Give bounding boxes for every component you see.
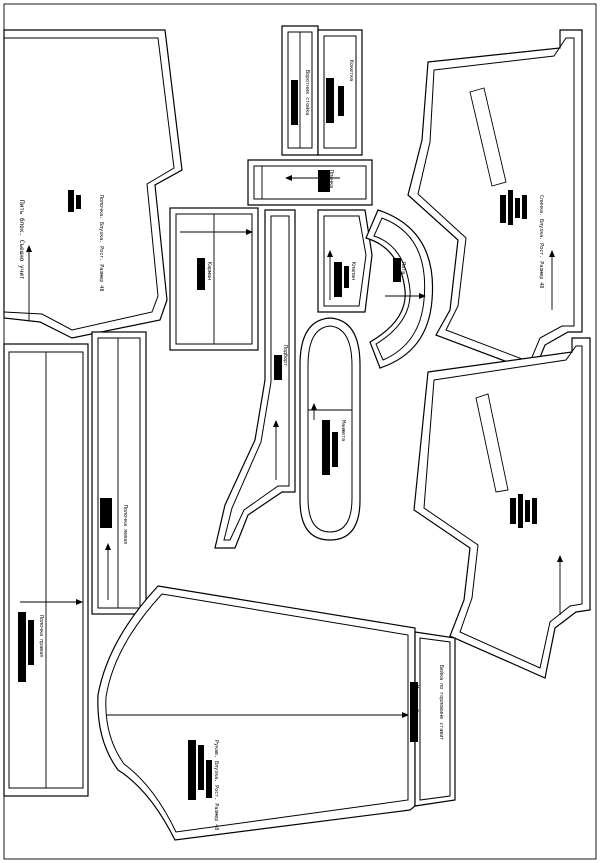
piece-facing: Подборт xyxy=(214,209,296,549)
back-label: Спинка. Блузка. Рост. Размер 48 xyxy=(538,195,544,288)
piece-front-band: Полочка правая xyxy=(3,343,89,797)
pocket-label: Карман xyxy=(206,262,212,280)
piece-sleeve: Рукав. Блузка. Рост. Размер 48 xyxy=(97,585,416,841)
front-right-label: Полочка правая xyxy=(38,615,44,657)
piece-collar: Воротник стойка xyxy=(281,25,319,156)
cuff-label: Манжета xyxy=(340,420,346,441)
piece-cuff: Манжета 2 детали Бейка по горловине став… xyxy=(410,631,456,807)
piece-small-a: Клапан xyxy=(317,209,373,313)
piece-pocket: Карман xyxy=(169,207,259,351)
piece-back: Спинка. Блузка. Рост. Размер 48 xyxy=(407,29,583,373)
facing-caption: Бейка по горловине ставит xyxy=(438,665,444,740)
piece-yoke: Кокетка xyxy=(317,29,363,156)
band-label: Планка xyxy=(328,170,334,188)
piece-band: Планка xyxy=(247,159,373,206)
collar-label: Воротник стойка xyxy=(304,70,310,115)
facing-label: Подборт xyxy=(282,345,289,366)
small-a-label: Клапан xyxy=(350,262,356,280)
small-b-label: Пата xyxy=(400,262,406,274)
piece-front-right xyxy=(413,337,591,679)
piece-small-b: Пата xyxy=(365,209,434,369)
side-caption: Пить блок. Съешно учит xyxy=(18,200,25,280)
cuff-caption: Манжета 2 детали xyxy=(413,685,419,733)
piece-front-left: Полочка. Блузка. Рост. Размер 48 Пить бл… xyxy=(3,29,183,339)
piece-capsule: Манжета xyxy=(299,317,361,541)
yoke-label: Кокетка xyxy=(348,60,354,81)
front-right2-label: Полочка левая xyxy=(122,505,128,544)
sleeve-label: Рукав. Блузка. Рост. Размер 48 xyxy=(213,740,219,830)
piece-strip: Полочка левая xyxy=(91,331,147,615)
front-left-label: Полочка. Блузка. Рост. Размер 48 xyxy=(98,195,104,291)
